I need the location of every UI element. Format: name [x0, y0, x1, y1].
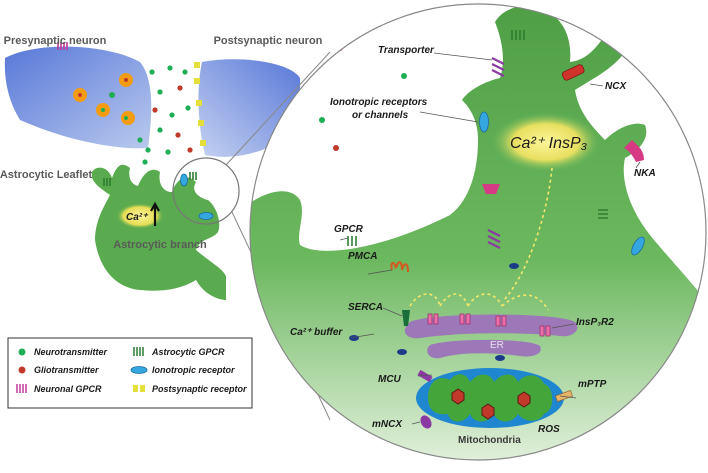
- transporter-lower-icon: [487, 229, 501, 249]
- ionotropic-label-1: Ionotropic receptors: [330, 97, 428, 108]
- nka-label: NKA: [634, 168, 656, 179]
- svg-text:Presynaptic neuron: Presynaptic neuron: [4, 35, 107, 47]
- ncx-label: NCX: [605, 81, 627, 92]
- svg-text:Astrocytic Leaflet: Astrocytic Leaflet: [0, 169, 92, 181]
- ionotropic-receptor-left2-icon: [180, 173, 188, 187]
- zoom-line-top: [225, 51, 331, 166]
- legend-astrocytic-gpcr: Astrocytic GPCR: [151, 347, 225, 357]
- mitochondria-label: Mitochondria: [458, 435, 521, 446]
- astrocytic-gpcr-zoom-icon: [347, 30, 608, 246]
- astrocytic-gpcr-icon: [103, 172, 197, 186]
- zoom-circle-border: [249, 3, 707, 461]
- serca-label: SERCA: [348, 302, 383, 313]
- ca-buffer-blobs: [349, 263, 519, 361]
- zoom-panel: [250, 4, 706, 460]
- ionotropic-channel-right-icon: [631, 236, 645, 256]
- ca-insp3-glow: [491, 112, 601, 172]
- gpcr-label: GPCR: [334, 224, 364, 235]
- mptp-label: mPTP: [578, 379, 607, 390]
- svg-text:Astrocytic branch: Astrocytic branch: [113, 239, 207, 251]
- ncx-exchanger-icon: [561, 64, 585, 81]
- insp3r2-label: InsP₃R2: [576, 317, 614, 328]
- mncx-icon: [420, 415, 432, 429]
- presynaptic-label: Presynaptic neuron: [4, 35, 107, 47]
- leaflet-label: Astrocytic Leaflet: [0, 169, 92, 181]
- gliotransmitter-legend-icon: [18, 366, 26, 374]
- magnifier-circle: [172, 157, 240, 225]
- ca-buffer-label: Ca²⁺ buffer: [290, 327, 343, 338]
- cleft-transmitters: [137, 65, 193, 165]
- legend-box: [7, 337, 253, 409]
- transporter-label: Transporter: [378, 45, 435, 56]
- serca-pump-icon: [402, 310, 410, 326]
- postsynaptic-receptors: [194, 62, 206, 146]
- mptp-icon: [555, 390, 573, 402]
- postsynaptic-receptor-legend-icon: [133, 385, 145, 392]
- legend-ionotropic-receptor: Ionotropic receptor: [152, 365, 235, 375]
- legend-gliotransmitter: Gliotransmitter: [34, 365, 99, 375]
- mcu-icon: [417, 369, 433, 383]
- mcu-label: MCU: [378, 374, 402, 385]
- astrocyte-left: [91, 164, 226, 300]
- ca-increase-arrow-icon: [150, 201, 160, 226]
- neuronal-gpcr-legend-icon: [16, 384, 27, 393]
- mitochondria-cristae: [428, 374, 553, 422]
- mncx-label: mNCX: [372, 419, 403, 430]
- transporter-mid-icon: [482, 184, 500, 194]
- synaptic-vesicles: [73, 73, 135, 125]
- ca-insp3-label: Ca²⁺ InsP₃: [510, 135, 587, 152]
- er-organelle-lower: [427, 339, 541, 359]
- pmca-pump-icon: [390, 261, 409, 273]
- ionotropic-label-2: or channels: [352, 110, 409, 121]
- ca-release-arrows: [409, 293, 549, 311]
- er-organelle: [404, 314, 578, 339]
- neurotransmitter-legend-icon: [18, 348, 26, 356]
- pmca-label: PMCA: [348, 251, 377, 262]
- ionotropic-receptor-left-icon: [198, 212, 214, 220]
- leader-lines: [339, 52, 641, 425]
- svg-text:Postsynaptic neuron: Postsynaptic neuron: [214, 35, 323, 47]
- ca-label-left: Ca²⁺: [126, 212, 149, 223]
- ros-label: ROS: [538, 424, 560, 435]
- legend-neuronal-gpcr: Neuronal GPCR: [34, 384, 102, 394]
- ros-molecules: [451, 388, 531, 420]
- insp3-pathway-dotted: [503, 167, 553, 301]
- transporter-icon: [491, 57, 505, 77]
- astrocyte-zoom-body: [250, 5, 706, 460]
- legend-neurotransmitter: Neurotransmitter: [34, 347, 108, 357]
- legend-postsynaptic-receptor: Postsynaptic receptor: [152, 384, 247, 394]
- er-label: ER: [490, 340, 504, 351]
- ionotropic-receptor-legend-icon: [130, 366, 148, 374]
- insp3r2-receptors: [427, 313, 551, 337]
- nka-pump-icon: [624, 140, 644, 162]
- astrocytic-gpcr-legend-icon: [133, 347, 144, 356]
- neuronal-gpcr-icon: [57, 42, 68, 50]
- ionotropic-channel-zoom-icon: [479, 111, 489, 133]
- postsynaptic-label: Postsynaptic neuron: [214, 35, 323, 47]
- branch-label: Astrocytic branch: [113, 239, 207, 251]
